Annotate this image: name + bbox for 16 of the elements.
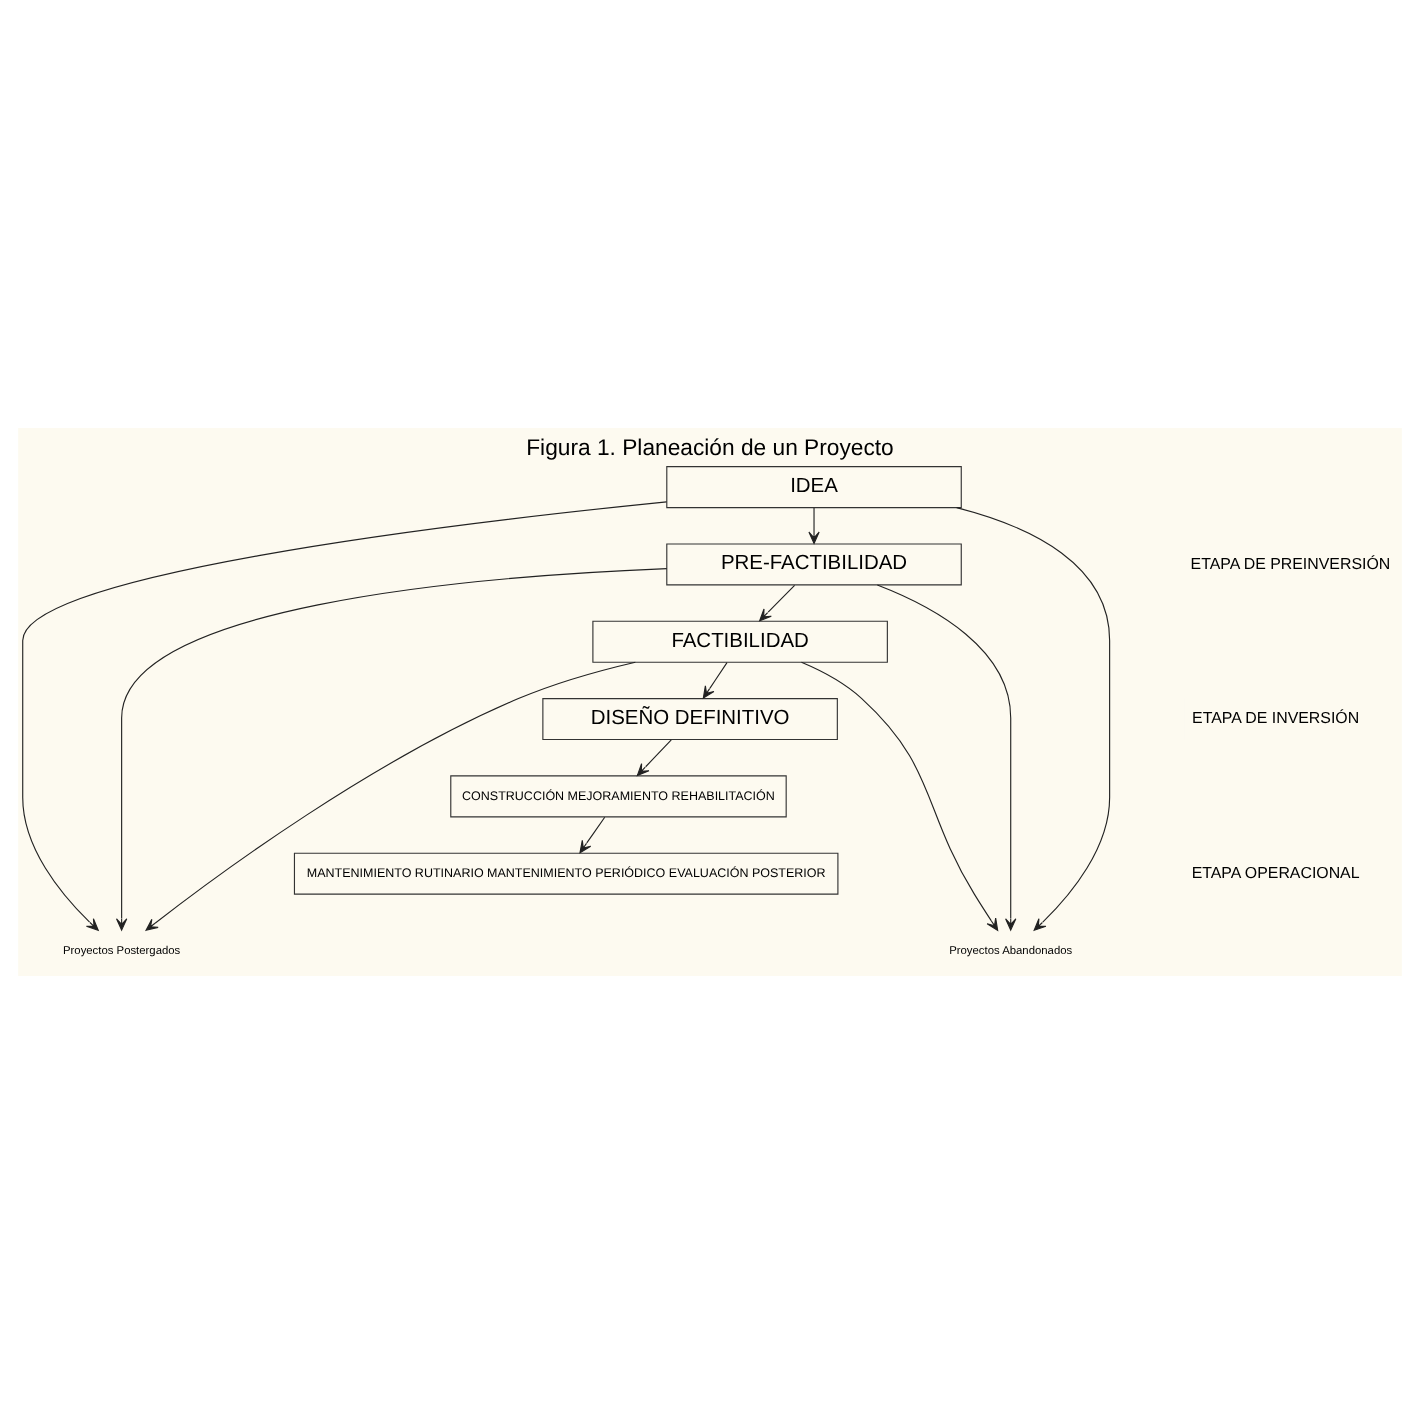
arrow bbox=[808, 507, 820, 545]
arrow bbox=[579, 816, 606, 854]
arrow bbox=[876, 584, 1017, 931]
node-box: PRE-FACTIBILIDAD bbox=[666, 543, 962, 586]
arrow bbox=[145, 661, 636, 931]
node-box: FACTIBILIDAD bbox=[592, 620, 888, 663]
arrow bbox=[702, 662, 728, 699]
arrow bbox=[115, 568, 668, 931]
diagram-title: Figura 1. Planeación de un Proyecto bbox=[526, 437, 894, 462]
arrow bbox=[759, 584, 796, 622]
arrow bbox=[800, 661, 999, 931]
arrow bbox=[956, 507, 1111, 931]
node-box: IDEA bbox=[666, 466, 962, 509]
arrow bbox=[22, 501, 668, 931]
arrow bbox=[636, 739, 672, 776]
node-box: DISEÑO DEFINITIVO bbox=[542, 698, 838, 741]
